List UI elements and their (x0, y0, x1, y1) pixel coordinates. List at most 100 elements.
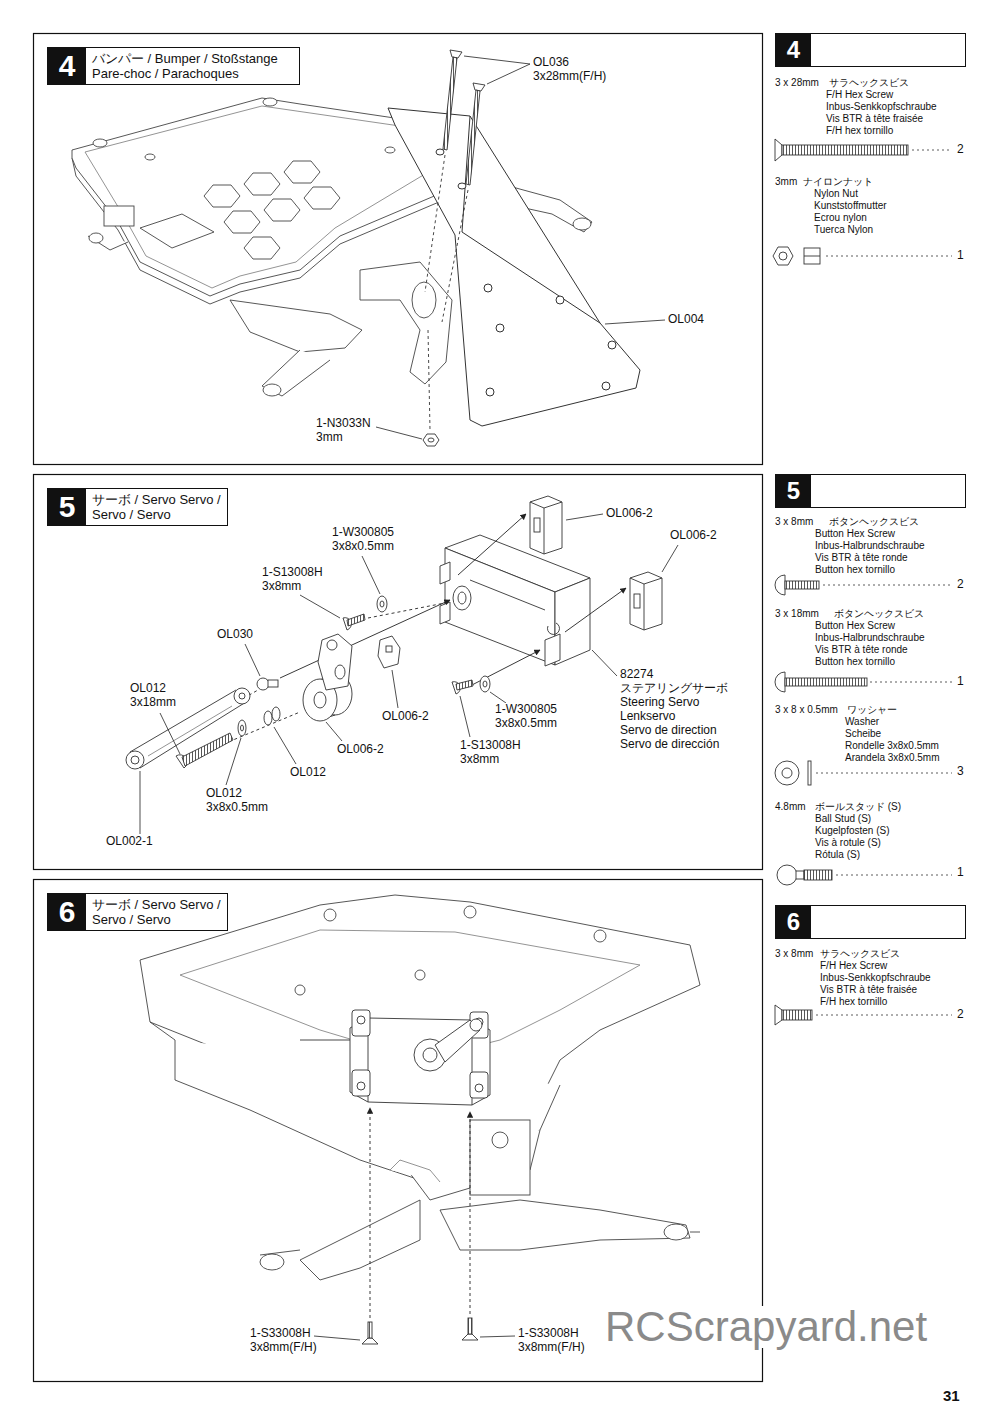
servo-mount (544, 508, 545, 554)
step-title: バンパー / Bumper / Stoßstange Pare-choc / P… (86, 48, 299, 84)
part-callout: OL002-1 (106, 835, 153, 849)
chassis-drawing (260, 1254, 284, 1270)
chassis-drawing (324, 909, 336, 921)
servo-drawing (470, 580, 545, 610)
count-leader (870, 682, 952, 683)
servo-drawing (440, 562, 450, 584)
bumper-plate (458, 183, 466, 189)
step-header: 5サーボ / Servo Servo / Servo / Servo (47, 488, 228, 526)
servo-saver-parts (377, 596, 387, 612)
screw (473, 83, 485, 91)
parts-list-icon (785, 678, 867, 686)
chassis-drawing (244, 173, 280, 195)
chassis-drawing (262, 350, 330, 396)
chassis-drawing (664, 1224, 688, 1240)
leader-line (326, 722, 342, 741)
step-number: 4 (48, 48, 86, 84)
steering-link (131, 756, 139, 764)
parts-list-text: 3 x 8mm (775, 948, 813, 960)
servo-mount (544, 502, 562, 508)
arrow-line (370, 1108, 470, 1318)
step-number: 5 (776, 475, 811, 507)
parts-list-icon (785, 581, 819, 589)
parts-list-text: Button Hex Screw (815, 620, 895, 632)
parts-list-text: ボタンヘックスビス (829, 516, 919, 528)
part-callout: OL006-2 (337, 743, 384, 757)
part-callout: 3x8mm(F/H) (518, 1341, 585, 1355)
part-count: 1 (957, 675, 964, 689)
parts-list-text: Button Hex Screw (815, 528, 895, 540)
servo-saver-parts (241, 725, 244, 731)
steering-servo (423, 1048, 437, 1062)
count-leader (912, 150, 952, 151)
bumper-plate (496, 324, 504, 332)
bumper-plate (436, 149, 444, 155)
chassis-drawing (295, 985, 305, 995)
chassis-drawing (264, 199, 300, 221)
parts-list-text: Ball Stud (S) (815, 813, 871, 825)
part-callout: 3x8mm(F/H) (250, 1341, 317, 1355)
leader-line (245, 644, 260, 676)
parts-list-icon (775, 761, 799, 785)
chassis-drawing (230, 300, 362, 352)
part-count: 2 (957, 143, 964, 157)
bumper-plate (602, 382, 610, 390)
part-count: 1 (957, 249, 964, 263)
part-callout: 1-N3033N (316, 417, 371, 431)
chassis-drawing (204, 185, 240, 207)
servo-mount (530, 502, 544, 508)
leader-line (464, 56, 530, 64)
steering-link (148, 706, 232, 756)
part-callout: OL012 (130, 682, 166, 696)
parts-list-text: F/H hex tornillo (826, 125, 893, 137)
part-callout: 3mm (316, 431, 343, 445)
leader-line (314, 1336, 515, 1340)
parts-list-text: 3 x 8mm (775, 516, 813, 528)
step-title: サーボ / Servo Servo / Servo / Servo (86, 894, 227, 930)
bumper-plate (608, 341, 616, 349)
servo-drawing (445, 548, 555, 665)
count-leader (823, 585, 952, 586)
part-count: 1 (957, 866, 964, 880)
screw (442, 190, 468, 322)
servo-saver-parts (176, 596, 490, 768)
parts-list-text: Kugelpfosten (S) (815, 825, 890, 837)
steering-servo (352, 1010, 370, 1036)
part-callout: Lenkservo (620, 710, 675, 724)
parts-list-text: Vis BTR à tête fraisée (826, 113, 923, 125)
parts-list-icon (775, 672, 785, 692)
watermark: RCScrapyard.net (605, 1306, 927, 1348)
parts-list-text: F/H Hex Screw (820, 960, 887, 972)
parts-list-icon (808, 761, 811, 785)
servo-saver-parts (386, 646, 392, 652)
servo-saver-parts (327, 640, 337, 650)
chassis-drawing (594, 930, 606, 942)
parts-header: 4 (775, 33, 966, 67)
screw (466, 90, 480, 185)
leader-line (566, 514, 603, 520)
chassis-drawing (224, 211, 260, 233)
parts-list-icon (775, 1005, 782, 1025)
part-callout: 1-W300805 (495, 703, 557, 717)
servo-drawing (440, 535, 590, 666)
leader-line (662, 545, 678, 572)
chassis-drawing (492, 1132, 508, 1148)
servo-saver-parts (456, 680, 473, 690)
part-callout: 1-W300805 (332, 526, 394, 540)
parts-list-icon (775, 575, 785, 595)
parts-list-text: ボタンヘックスビス (834, 608, 924, 620)
steering-servo (470, 1019, 482, 1031)
part-callout: OL006-2 (670, 529, 717, 543)
panel-frame (34, 475, 763, 870)
parts-list-icon (782, 1010, 812, 1020)
part-callout: 3x8mm (262, 580, 301, 594)
steering-servo (352, 1070, 370, 1096)
chassis-drawing (145, 154, 155, 160)
parts-list-text: Rótula (S) (815, 849, 860, 861)
leader-line (376, 427, 422, 439)
servo-mount (634, 594, 640, 608)
chassis-drawing (390, 1160, 440, 1182)
count-leader (816, 150, 952, 1015)
arrow-line (370, 1108, 371, 1318)
parts-list-text: Inbus-Halbrundschraube (815, 632, 925, 644)
